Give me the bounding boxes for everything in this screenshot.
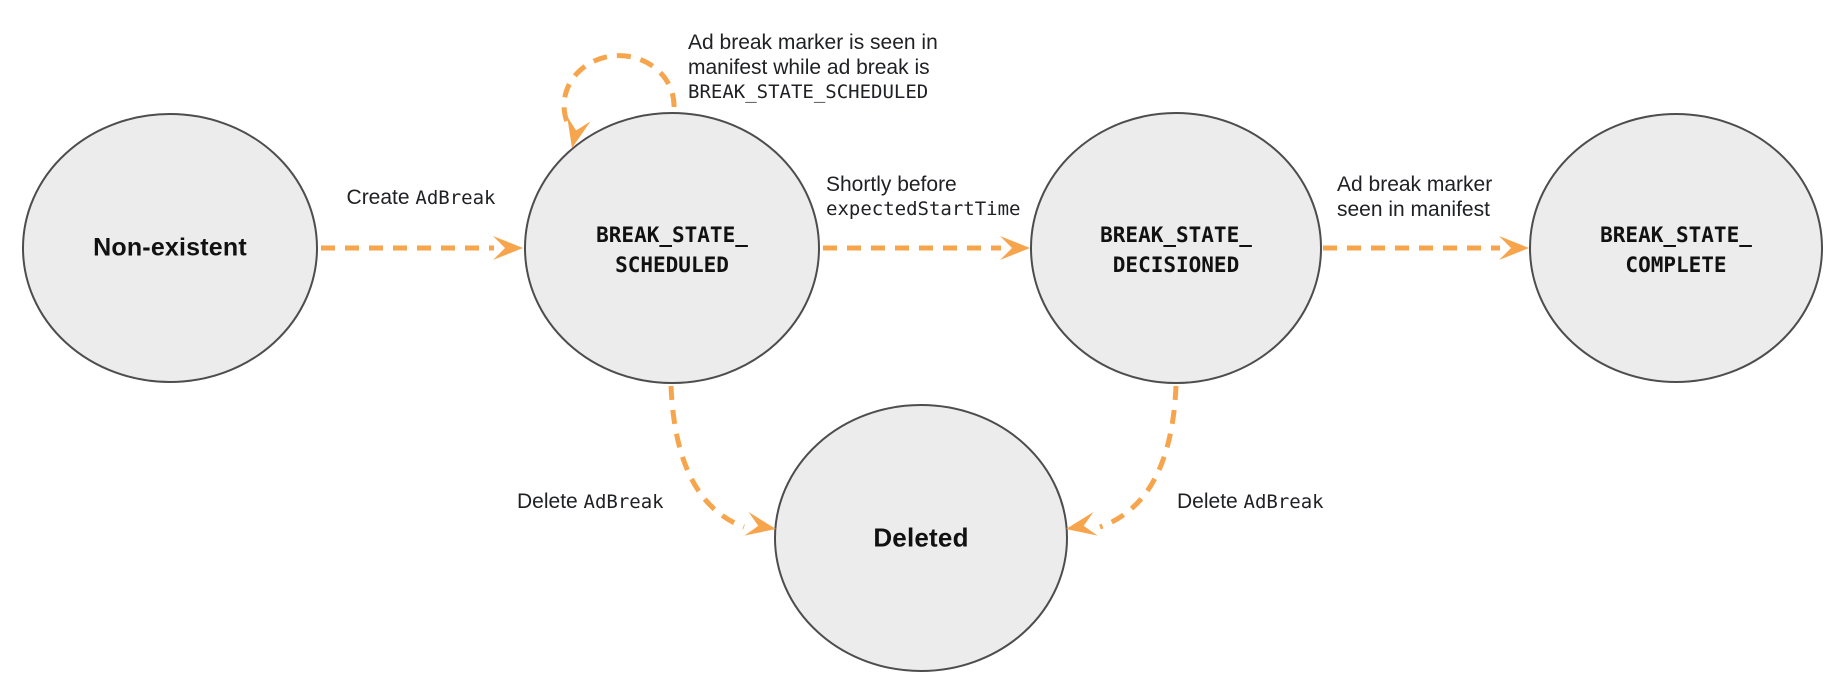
edge-label-code: AdBreak (415, 187, 496, 209)
edge-label-code: AdBreak (583, 491, 664, 513)
arrowhead-icon (567, 116, 591, 148)
node-label-break-state-decisioned: BREAK_STATE_ DECISIONED (1100, 220, 1252, 280)
node-label-line: BREAK_STATE_ (1100, 223, 1252, 247)
edge-label-code: expectedStartTime (826, 198, 1021, 220)
edge-label-code: AdBreak (1243, 491, 1324, 513)
state-ellipse-break-state-decisioned (1030, 112, 1322, 384)
edge-label-text: Delete (1177, 490, 1244, 513)
arrowhead-icon (744, 511, 776, 536)
node-label-line: BREAK_STATE_ (1600, 223, 1752, 247)
edge-label-code: BREAK_STATE_SCHEDULED (688, 81, 929, 103)
edge-delete-from-scheduled (668, 385, 745, 530)
state-ellipse-deleted (774, 404, 1068, 672)
node-label-non-existent: Non-existent (93, 233, 247, 262)
edge-label-delete-adbreak-left: Delete AdBreak (517, 489, 664, 515)
edge-label-create-adbreak: Create AdBreak (347, 185, 496, 211)
arrowhead-icon (493, 236, 523, 260)
edge-self-loop-scheduled (561, 53, 677, 132)
node-label-line: BREAK_STATE_ (596, 223, 748, 247)
node-label-line: SCHEDULED (615, 253, 729, 277)
edge-label-marker-seen: Ad break marker seen in manifest (1337, 172, 1492, 222)
state-ellipse-break-state-scheduled (524, 112, 820, 384)
edge-label-text: Create (346, 186, 416, 209)
node-label-line: COMPLETE (1625, 253, 1727, 277)
arrowhead-icon (1499, 236, 1529, 260)
edge-delete-from-decisioned (1099, 385, 1179, 530)
edge-label-text: Ad break marker is seen in (688, 31, 938, 54)
edge-label-text: Delete (517, 490, 584, 513)
edge-label-text: seen in manifest (1337, 198, 1490, 221)
edge-label-text: manifest while ad break is (688, 56, 930, 79)
node-label-deleted: Deleted (873, 522, 969, 553)
edge-label-text: Ad break marker (1337, 173, 1493, 196)
node-label-line: DECISIONED (1112, 253, 1240, 277)
node-label-break-state-complete: BREAK_STATE_ COMPLETE (1600, 220, 1752, 280)
edge-label-self-loop: Ad break marker is seen in manifest whil… (688, 30, 938, 105)
edge-label-delete-adbreak-right: Delete AdBreak (1177, 489, 1324, 515)
arrowhead-icon (1000, 236, 1030, 260)
state-ellipse-non-existent (22, 113, 318, 383)
edge-label-text: Shortly before (826, 173, 957, 196)
edge-label-shortly-before: Shortly before expectedStartTime (826, 172, 1020, 222)
arrowhead-icon (1066, 511, 1098, 536)
state-ellipse-break-state-complete (1529, 113, 1823, 383)
node-label-break-state-scheduled: BREAK_STATE_ SCHEDULED (596, 220, 748, 280)
